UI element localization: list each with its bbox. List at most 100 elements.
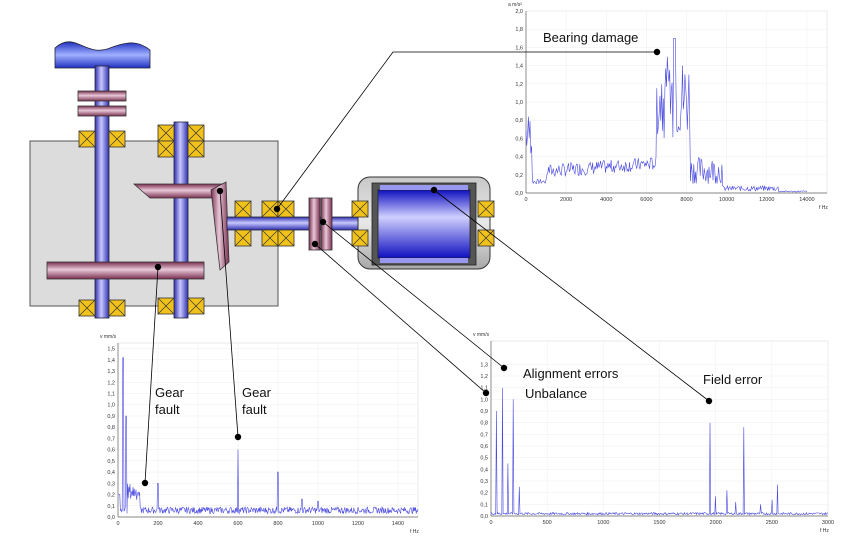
gear-ytick-label: 1,3 — [107, 369, 115, 375]
motor-xtick-label: 0 — [489, 520, 492, 526]
bearing-crosses — [78, 124, 495, 317]
motor-xtick-label: 1000 — [597, 520, 609, 526]
motor-ytick-label: 1,3 — [480, 362, 488, 368]
motor-xtick-label: 2000 — [710, 520, 722, 526]
bearing-ytick-label: 0,2 — [515, 173, 523, 179]
callout-alignment-line — [322, 221, 505, 369]
bearing-xtick-label: 0 — [524, 197, 527, 203]
electric-motor — [357, 176, 491, 270]
gear-ytick-label: 0,4 — [107, 470, 115, 476]
bearing-ytick-label: 0,8 — [515, 118, 523, 124]
gear-ytick-label: 0,6 — [107, 448, 115, 454]
motor-x-axis-label: f Hz — [820, 528, 829, 534]
label-alignment-errors: Alignment errors — [523, 366, 619, 381]
gear-xtick-label: 200 — [153, 521, 162, 527]
motor-ytick-label: 0,1 — [480, 502, 488, 508]
intermediate-shaft — [173, 121, 189, 319]
motor-spectrum-chart: 0,00,10,20,30,40,50,60,70,80,91,01,11,21… — [473, 332, 834, 534]
motor-xtick-label: 500 — [543, 520, 552, 526]
motor-y-axis-label: v mm/s — [473, 332, 490, 338]
gear-xtick-label: 800 — [273, 521, 282, 527]
motor-ytick-label: 0,0 — [480, 514, 488, 520]
gear-ytick-label: 0,7 — [107, 436, 115, 442]
bearing-x-axis-label: f Hz — [819, 205, 828, 211]
bearing-xtick-label: 8000 — [680, 197, 692, 203]
motor-xtick-label: 1500 — [653, 520, 665, 526]
motor-ytick-label: 0,4 — [480, 467, 488, 473]
gear-spectrum-chart: 0,00,10,20,30,40,50,60,70,80,91,01,11,21… — [100, 334, 419, 535]
bearing-y-axis-label: a m/s² — [508, 2, 522, 8]
motor-ytick-label: 0,8 — [480, 421, 488, 427]
bearing-xtick-label: 6000 — [640, 197, 652, 203]
bearing-spectrum-chart: 0,0 0,2 0,4 0,6 0,8 1,0 1,2 1,4 1,6 1,8 2,0 0 2000 40… — [508, 2, 828, 211]
gear-xtick-label: 1400 — [392, 521, 404, 527]
gear-ytick-label: 0,0 — [107, 515, 115, 521]
gear-xtick-label: 600 — [233, 521, 242, 527]
input-coupling — [77, 90, 127, 117]
bearing-xtick-label: 2000 — [560, 197, 572, 203]
gear-xtick-label: 400 — [193, 521, 202, 527]
bearing-ytick-label: 1,0 — [515, 100, 523, 106]
motor-xtick-label: 2500 — [766, 520, 778, 526]
gear-ytick-label: 1,5 — [107, 347, 115, 353]
callout-bearing-line — [276, 51, 657, 210]
callout-lines — [144, 51, 710, 484]
bearing-ytick-label: 2,0 — [515, 9, 523, 15]
motor-ytick-label: 0,2 — [480, 491, 488, 497]
label-gear-fault-2a: Gear — [242, 385, 272, 400]
motor-ytick-label: 1,1 — [480, 386, 488, 392]
bearing-xtick-label: 14000 — [799, 197, 814, 203]
gear-ytick-label: 0,1 — [107, 504, 115, 510]
motor-ytick-label: 1,2 — [480, 374, 488, 380]
spur-gear — [46, 261, 205, 280]
gear-xtick-label: 1200 — [352, 521, 364, 527]
callout-dots — [141, 48, 713, 487]
gear-plot-area — [117, 342, 419, 518]
callout-field-line — [433, 189, 710, 402]
bearing-spectrum-trace — [525, 38, 808, 193]
gear-ytick-label: 1,1 — [107, 392, 115, 398]
callout-unbalance-line — [314, 243, 487, 394]
gear-ytick-label: 0,2 — [107, 493, 115, 499]
gear-ytick-label: 0,8 — [107, 425, 115, 431]
gear-xtick-label: 0 — [116, 521, 119, 527]
gear-xtick-label: 1000 — [312, 521, 324, 527]
bearing-ytick-label: 0,6 — [515, 136, 523, 142]
label-gear-fault-2b: fault — [242, 402, 267, 417]
motor-ytick-label: 0,7 — [480, 432, 488, 438]
label-field-error: Field error — [703, 372, 763, 387]
motor-ytick-label: 0,9 — [480, 409, 488, 415]
gear-ytick-label: 0,9 — [107, 414, 115, 420]
bearing-xtick-label: 4000 — [600, 197, 612, 203]
gear-ytick-label: 1,2 — [107, 380, 115, 386]
gear-y-axis-label: v mm/s — [100, 334, 117, 340]
input-handle — [54, 41, 151, 69]
motor-ytick-label: 1,0 — [480, 397, 488, 403]
bearing-ytick-label: 1,4 — [515, 64, 523, 70]
callout-gear1-line — [144, 266, 159, 484]
bearing-ytick-label: 0,0 — [515, 191, 523, 197]
label-bearing-damage: Bearing damage — [543, 30, 638, 45]
bearing-ytick-label: 1,2 — [515, 82, 523, 88]
bearing-ytick-label: 1,6 — [515, 45, 523, 51]
gear-ytick-label: 0,3 — [107, 481, 115, 487]
gear-x-axis-label: f Hz — [410, 529, 419, 535]
bearing-ytick-label: 0,4 — [515, 155, 523, 161]
motor-ytick-label: 0,6 — [480, 444, 488, 450]
motor-spectrum-trace — [490, 387, 829, 516]
callout-gear2-line — [219, 190, 239, 438]
motor-ytick-label: 0,5 — [480, 456, 488, 462]
gear-ytick-label: 0,5 — [107, 459, 115, 465]
bearing-ytick-label: 1,8 — [515, 27, 523, 33]
gear-spectrum-trace — [118, 357, 419, 515]
bearing-xtick-label: 12000 — [759, 197, 774, 203]
label-gear-fault-1a: Gear — [155, 385, 185, 400]
label-gear-fault-1b: fault — [155, 402, 180, 417]
input-shaft — [94, 65, 110, 319]
bearing-xtick-label: 10000 — [719, 197, 734, 203]
label-unbalance: Unbalance — [525, 386, 587, 401]
motor-xtick-label: 3000 — [822, 520, 834, 526]
gear-ytick-label: 1,4 — [107, 358, 115, 364]
